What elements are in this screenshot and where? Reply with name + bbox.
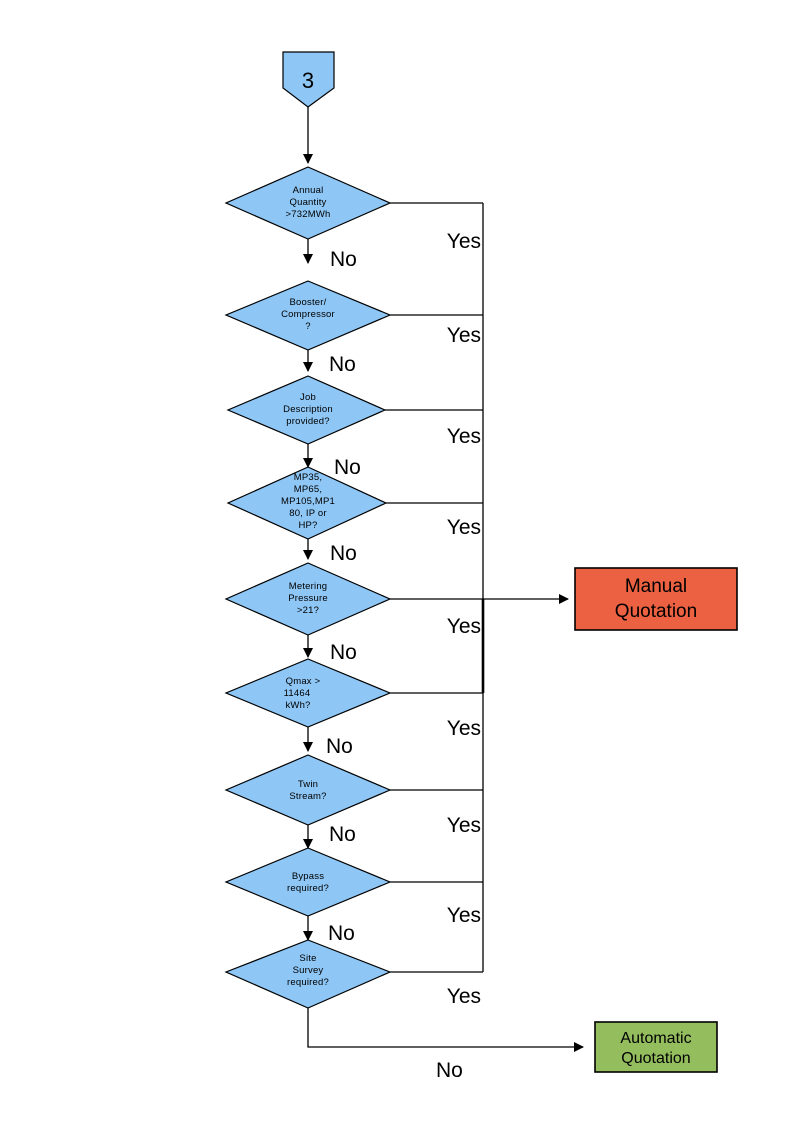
decision-annual-quantity-line-2: Quantity (290, 197, 327, 208)
decision-job-description[interactable]: Job Description provided? (226, 375, 387, 445)
decision-meter-type-line-5: HP? (298, 520, 317, 531)
decision-job-description-line-2: Description (283, 404, 333, 415)
connector-site-survey-no-to-automatic-quotation (307, 1008, 584, 1052)
decision-job-description-line-3: provided? (286, 416, 330, 427)
automatic-quotation-line-1: Automatic (620, 1030, 691, 1047)
branch-label-no-qmax: No (326, 735, 353, 758)
branch-label-yes-meter-type: Yes (447, 516, 481, 539)
decision-qmax[interactable]: Qmax > 11464 kWh? (224, 658, 392, 728)
decision-site-survey-line-3: required? (287, 977, 329, 988)
decision-meter-type[interactable]: MP35, MP65, MP105,MP1 80, IP or HP? (226, 466, 388, 540)
decision-twin-stream-line-1: Twin (298, 779, 318, 790)
decision-meter-type-line-4: 80, IP or (289, 508, 327, 519)
decision-qmax-line-1: Qmax > (286, 676, 321, 687)
decision-qmax-line-2: 11464 (284, 688, 311, 699)
decision-booster-line-1: Booster/ (290, 297, 327, 308)
decision-booster-line-3: ? (305, 321, 310, 332)
branch-label-no-twin-stream: No (329, 823, 356, 846)
branch-label-yes-booster-compressor: Yes (447, 324, 481, 347)
decision-annual-quantity-line-1: Annual (293, 185, 324, 196)
manual-quotation-line-1: Manual (625, 576, 687, 597)
decision-annual-quantity[interactable]: Annual Quantity >732MWh (224, 166, 392, 240)
automatic-quotation-box (594, 1021, 718, 1073)
decision-qmax-line-3: kWh? (285, 700, 310, 711)
branch-label-yes-bypass-required: Yes (447, 904, 481, 927)
decision-metering-pressure[interactable]: Metering Pressure >21? (224, 562, 392, 636)
branch-label-no-booster-compressor: No (329, 353, 356, 376)
start-node-label: 3 (302, 68, 314, 93)
automatic-quotation-line-2: Quotation (621, 1050, 690, 1067)
decision-meter-type-line-3: MP105,MP1 (281, 496, 335, 507)
branch-label-no-site-survey: No (436, 1059, 463, 1082)
start-node-3[interactable]: 3 (282, 51, 335, 108)
branch-label-yes-metering-pressure: Yes (447, 615, 481, 638)
decision-twin-stream-shape (224, 754, 392, 826)
branch-label-no-annual-quantity: No (330, 248, 357, 271)
decision-bypass-required[interactable]: Bypass required? (224, 847, 392, 917)
decision-metering-pressure-line-1: Metering (289, 581, 328, 592)
branch-label-no-metering-pressure: No (330, 641, 357, 664)
decision-bypass-line-1: Bypass (292, 871, 324, 882)
decision-booster-compressor[interactable]: Booster/ Compressor ? (224, 280, 392, 351)
branch-label-yes-annual-quantity: Yes (447, 230, 481, 253)
decision-bypass-line-2: required? (287, 883, 329, 894)
branch-label-no-bypass-required: No (328, 922, 355, 945)
decision-site-survey[interactable]: Site Survey required? (224, 939, 392, 1009)
decision-metering-pressure-line-3: >21? (297, 605, 319, 616)
decision-bypass-required-shape (224, 847, 392, 917)
branch-label-yes-job-description: Yes (447, 425, 481, 448)
branch-label-no-job-description: No (334, 456, 361, 479)
decision-annual-quantity-line-3: >732MWh (286, 209, 331, 220)
branch-label-yes-twin-stream: Yes (447, 814, 481, 837)
terminal-manual-quotation[interactable]: Manual Quotation (574, 567, 738, 631)
decision-site-survey-line-1: Site (299, 953, 316, 964)
branch-label-yes-qmax: Yes (447, 717, 481, 740)
decision-meter-type-line-2: MP65, (294, 484, 322, 495)
decision-job-description-line-1: Job (300, 392, 316, 403)
branch-label-yes-site-survey: Yes (447, 985, 481, 1008)
decision-booster-line-2: Compressor (281, 309, 335, 320)
decision-meter-type-line-1: MP35, (294, 472, 322, 483)
manual-quotation-line-2: Quotation (615, 601, 697, 622)
decision-twin-stream[interactable]: Twin Stream? (224, 754, 392, 826)
decision-twin-stream-line-2: Stream? (289, 791, 326, 802)
decision-metering-pressure-line-2: Pressure (288, 593, 328, 604)
terminal-automatic-quotation[interactable]: Automatic Quotation (594, 1021, 718, 1073)
decision-site-survey-line-2: Survey (293, 965, 324, 976)
manual-quotation-box (574, 567, 738, 631)
branch-label-no-meter-type: No (330, 542, 357, 565)
start-pentagon-shape (282, 51, 335, 108)
